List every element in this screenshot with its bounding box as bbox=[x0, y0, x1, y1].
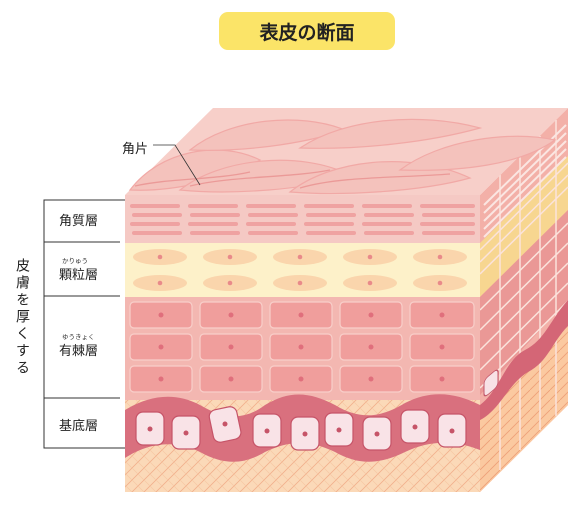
side-granular bbox=[480, 156, 568, 297]
horny-layer-front bbox=[125, 195, 480, 243]
side-basement-wave bbox=[480, 300, 568, 420]
title-text: 表皮の断面 bbox=[259, 21, 355, 44]
callout-label-horny-scale: 角片 bbox=[122, 142, 149, 157]
layer-label-horny: 角質層 bbox=[59, 214, 99, 229]
side-label-thicken-skin: 皮膚を厚くする bbox=[14, 258, 30, 377]
layer-label-basal: 基底層 bbox=[59, 419, 99, 434]
layer-label-spinous: 有棘層 bbox=[59, 344, 99, 359]
layer-ruby-granular: かりゅう bbox=[62, 257, 88, 265]
layer-ruby-spinous: ゆうきょく bbox=[62, 333, 95, 341]
title-badge: 表皮の断面 bbox=[219, 12, 395, 50]
layer-bracket bbox=[43, 199, 125, 449]
callout-line bbox=[153, 144, 201, 186]
side-dermis bbox=[480, 325, 568, 492]
layer-label-granular: 顆粒層 bbox=[59, 268, 99, 283]
